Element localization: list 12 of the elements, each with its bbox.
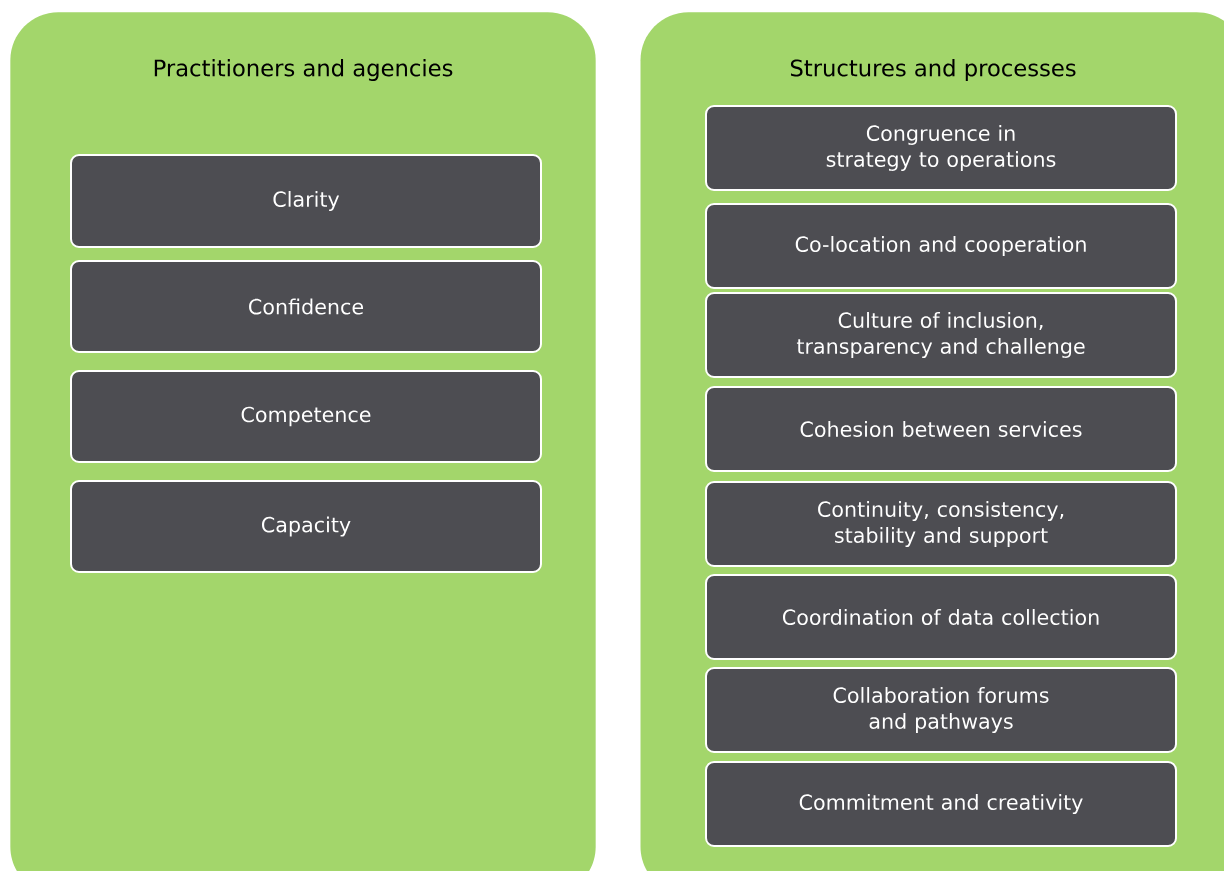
item-box: Capacity <box>70 480 542 573</box>
item-box: Continuity, consistency, stability and support <box>705 481 1177 567</box>
item-box: Coordination of data collection <box>705 574 1177 660</box>
item-box: Competence <box>70 370 542 463</box>
item-box: Commitment and creativity <box>705 761 1177 847</box>
item-box: Cohesion between services <box>705 386 1177 472</box>
item-box: Collaboration forums and pathways <box>705 667 1177 753</box>
item-box: Clarity <box>70 154 542 248</box>
item-box: Co-location and cooperation <box>705 203 1177 289</box>
item-box: Culture of inclusion, transparency and challenge <box>705 292 1177 378</box>
item-box: Congruence in strategy to operations <box>705 105 1177 191</box>
item-box: Confidence <box>70 260 542 353</box>
